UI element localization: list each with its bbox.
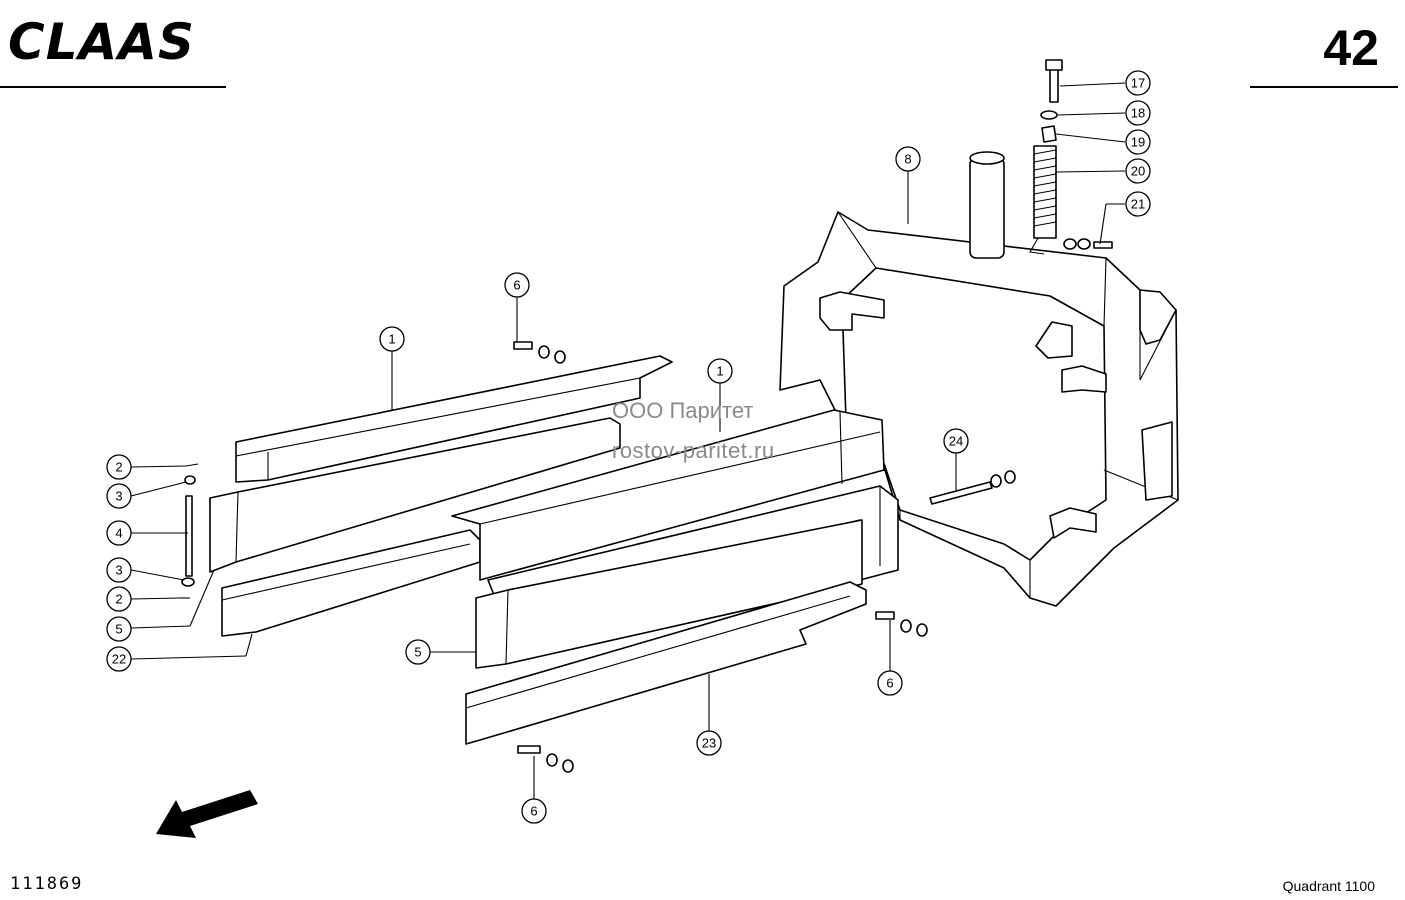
callout-21: 21 (1125, 191, 1151, 217)
callout-2-upper: 2 (106, 454, 132, 480)
fastener-6-top (513, 341, 566, 364)
spring-assembly (1029, 59, 1113, 255)
nut-19 (1041, 125, 1057, 143)
header-rule-left (0, 86, 226, 88)
svg-text:3: 3 (115, 563, 122, 578)
direction-arrow-icon (156, 790, 258, 838)
svg-text:2: 2 (115, 592, 122, 607)
callout-19: 19 (1125, 129, 1151, 155)
svg-text:17: 17 (1131, 76, 1145, 91)
fastener-6-right (875, 611, 928, 637)
post (969, 157, 1005, 259)
bracket-right-mid (1061, 365, 1107, 393)
washer-18 (1040, 110, 1058, 120)
svg-text:6: 6 (886, 676, 893, 691)
callout-20: 20 (1125, 158, 1151, 184)
callout-23: 23 (696, 730, 722, 756)
callout-6-top: 6 (504, 272, 530, 298)
svg-text:18: 18 (1131, 106, 1145, 121)
svg-text:5: 5 (414, 645, 421, 660)
svg-text:21: 21 (1131, 197, 1145, 212)
rail-part-1-left (235, 355, 673, 483)
callout-17: 17 (1125, 70, 1151, 96)
svg-text:1: 1 (388, 332, 395, 347)
callout-8: 8 (895, 146, 921, 172)
callout-6-bottom: 6 (521, 798, 547, 824)
callout-24: 24 (943, 428, 969, 454)
svg-text:8: 8 (904, 152, 911, 167)
bracket-left-top (819, 291, 885, 331)
callout-5-left: 5 (106, 616, 132, 642)
svg-text:24: 24 (949, 434, 963, 449)
page-number: 42 (1323, 20, 1379, 76)
callout-5-center: 5 (405, 639, 431, 665)
callout-22: 22 (106, 646, 132, 672)
brand-logo: CLAAS (8, 13, 195, 71)
bolt-21 (1093, 241, 1113, 249)
fastener-6-bottom (517, 745, 574, 773)
bracket-top-right (1035, 321, 1073, 359)
svg-text:4: 4 (115, 526, 122, 541)
svg-text:6: 6 (513, 278, 520, 293)
callout-2-lower: 2 (106, 586, 132, 612)
callout-1-left: 1 (379, 326, 405, 352)
svg-text:20: 20 (1131, 164, 1145, 179)
svg-text:2: 2 (115, 460, 122, 475)
svg-text:23: 23 (702, 736, 716, 751)
svg-text:1: 1 (716, 364, 723, 379)
angle-part-23 (465, 581, 867, 745)
callout-3-upper: 3 (106, 483, 132, 509)
svg-text:6: 6 (530, 804, 537, 819)
frame-part-8 (779, 151, 1179, 607)
hinge-top-right (1139, 289, 1177, 345)
svg-text:22: 22 (112, 652, 126, 667)
watermark-company: ООО Паритет (612, 398, 754, 423)
callout-4: 4 (106, 520, 132, 546)
callout-18: 18 (1125, 100, 1151, 126)
pin-assembly-2-3-4 (180, 463, 199, 599)
header-rule-right (1250, 86, 1398, 88)
callout-6-right: 6 (877, 670, 903, 696)
svg-text:19: 19 (1131, 135, 1145, 150)
model-name: Quadrant 1100 (1282, 878, 1375, 894)
svg-text:5: 5 (115, 622, 122, 637)
channel-part-5-center (475, 519, 863, 669)
callout-1-center: 1 (707, 358, 733, 384)
callout-3-lower: 3 (106, 557, 132, 583)
leader-lines (130, 82, 1126, 799)
bracket-right-low (1049, 507, 1097, 539)
rod-24 (929, 470, 1016, 505)
svg-text:3: 3 (115, 489, 122, 504)
side-plate-right (1141, 421, 1173, 501)
drawing-number: 111869 (10, 874, 84, 894)
watermark-url: rostov-paritet.ru (612, 438, 775, 463)
rail-part-1-center (451, 409, 885, 581)
